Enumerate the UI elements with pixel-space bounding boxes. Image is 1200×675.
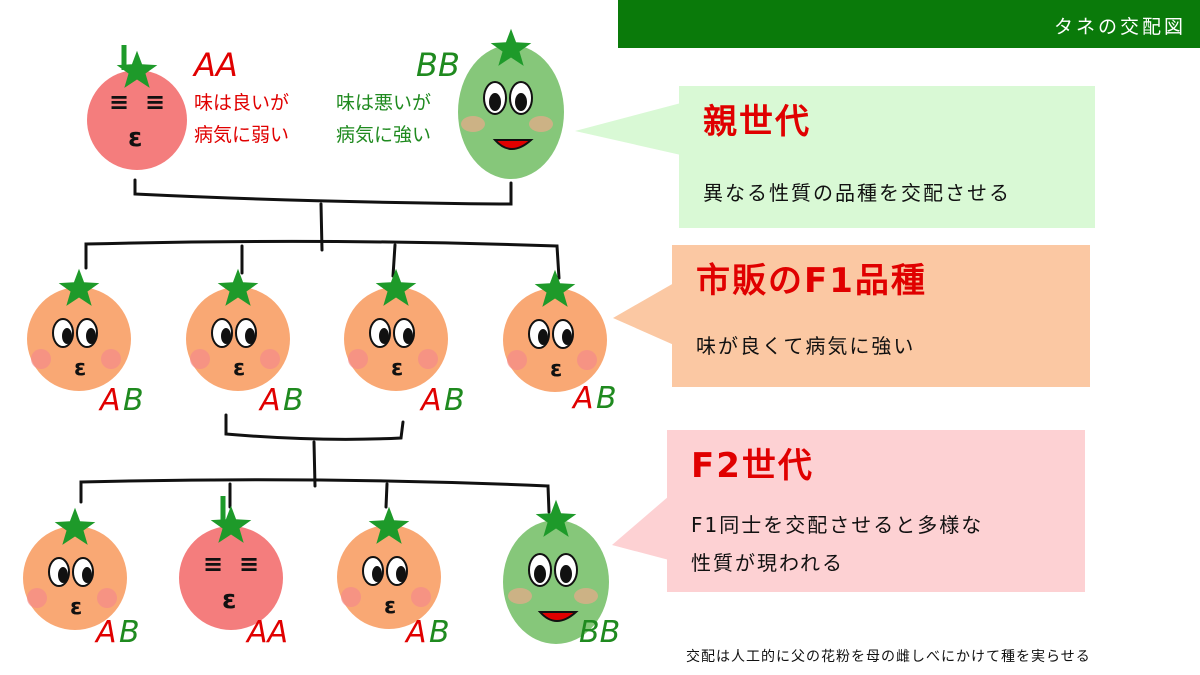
f1-callout: 市販のF1品種 味が良くて病気に強い — [672, 245, 1090, 387]
parent-generation-description: 異なる性質の品種を交配させる — [703, 181, 1011, 205]
tomato-ab-face-icon: ε — [27, 268, 131, 391]
svg-text:≡: ≡ — [239, 550, 259, 578]
svg-text:ε: ε — [128, 123, 142, 153]
parent-bb-trait-2: 病気に強い — [336, 124, 431, 146]
tomato-bb-face-icon — [458, 28, 564, 179]
f1-genotype-a-1: A — [98, 383, 121, 418]
page-title: タネの交配図 — [1053, 16, 1186, 38]
svg-text:≡: ≡ — [145, 88, 165, 116]
tomato-ab-face-icon: ε — [344, 268, 448, 391]
svg-text:ε: ε — [70, 595, 82, 620]
f2-genotype-4: BB — [579, 615, 620, 650]
tomato-ab-face-icon: ε — [503, 269, 607, 392]
svg-text:ε: ε — [391, 356, 403, 381]
tomato-ab-face-icon: ε — [23, 507, 127, 630]
footnote: 交配は人工的に父の花粉を母の雌しべにかけて種を実らせる — [686, 649, 1091, 665]
parent-generation-callout: 親世代 異なる性質の品種を交配させる — [679, 86, 1095, 228]
f1-genotype-b-3: B — [444, 383, 465, 418]
f2-callout-pointer — [612, 496, 669, 560]
f2-description-line2: 性質が現われる — [691, 551, 844, 575]
f1-genotype-b-1: B — [123, 383, 144, 418]
f2-genotype-2: AA — [245, 615, 288, 650]
parent-aa-trait-2: 病気に弱い — [194, 124, 289, 146]
tomato-aa-face-icon: ≡ ≡ ε — [87, 45, 187, 170]
tomato-ab-face-icon: ε — [186, 268, 290, 391]
svg-text:≡: ≡ — [109, 88, 129, 116]
svg-text:ε: ε — [550, 357, 562, 382]
f1-callout-pointer — [613, 283, 674, 345]
svg-text:ε: ε — [233, 356, 245, 381]
f1-description: 味が良くて病気に強い — [696, 334, 916, 358]
f2-title: F2世代 — [691, 446, 814, 486]
f1-title: 市販のF1品種 — [696, 261, 927, 301]
f1-genotype-a-3: A — [419, 383, 442, 418]
f1-genotype-b-2: B — [283, 383, 304, 418]
parent-bb-trait-1: 味は悪いが — [336, 92, 431, 114]
svg-text:ε: ε — [222, 585, 236, 615]
svg-text:ε: ε — [74, 356, 86, 381]
parent-callout-pointer — [575, 103, 681, 155]
f2-genotype-a-1: A — [94, 615, 117, 650]
parent-aa-genotype: AA — [192, 46, 238, 84]
header-bar: タネの交配図 — [618, 0, 1200, 48]
f1-genotype-a-4: A — [571, 381, 594, 416]
f2-description-line1: F1同士を交配させると多様な — [691, 513, 984, 537]
f2-callout: F2世代 F1同士を交配させると多様な 性質が現われる — [667, 430, 1085, 592]
parent-bb-genotype: BB — [416, 46, 460, 84]
f1-genotype-b-4: B — [596, 381, 617, 416]
parent-generation-title: 親世代 — [703, 102, 811, 142]
tomato-aa-face-icon: ≡ ≡ ε — [179, 496, 283, 630]
connector-lines — [79, 178, 561, 514]
f2-genotype-b-1: B — [119, 615, 140, 650]
tomato-ab-face-icon: ε — [337, 506, 441, 629]
f2-genotype-b-3: B — [429, 615, 450, 650]
tomato-bb-face-icon — [503, 499, 609, 644]
svg-text:ε: ε — [384, 594, 396, 619]
f1-genotype-a-2: A — [258, 383, 281, 418]
parent-aa-trait-1: 味は良いが — [194, 92, 289, 114]
svg-text:≡: ≡ — [203, 550, 223, 578]
f2-genotype-a-3: A — [404, 615, 427, 650]
